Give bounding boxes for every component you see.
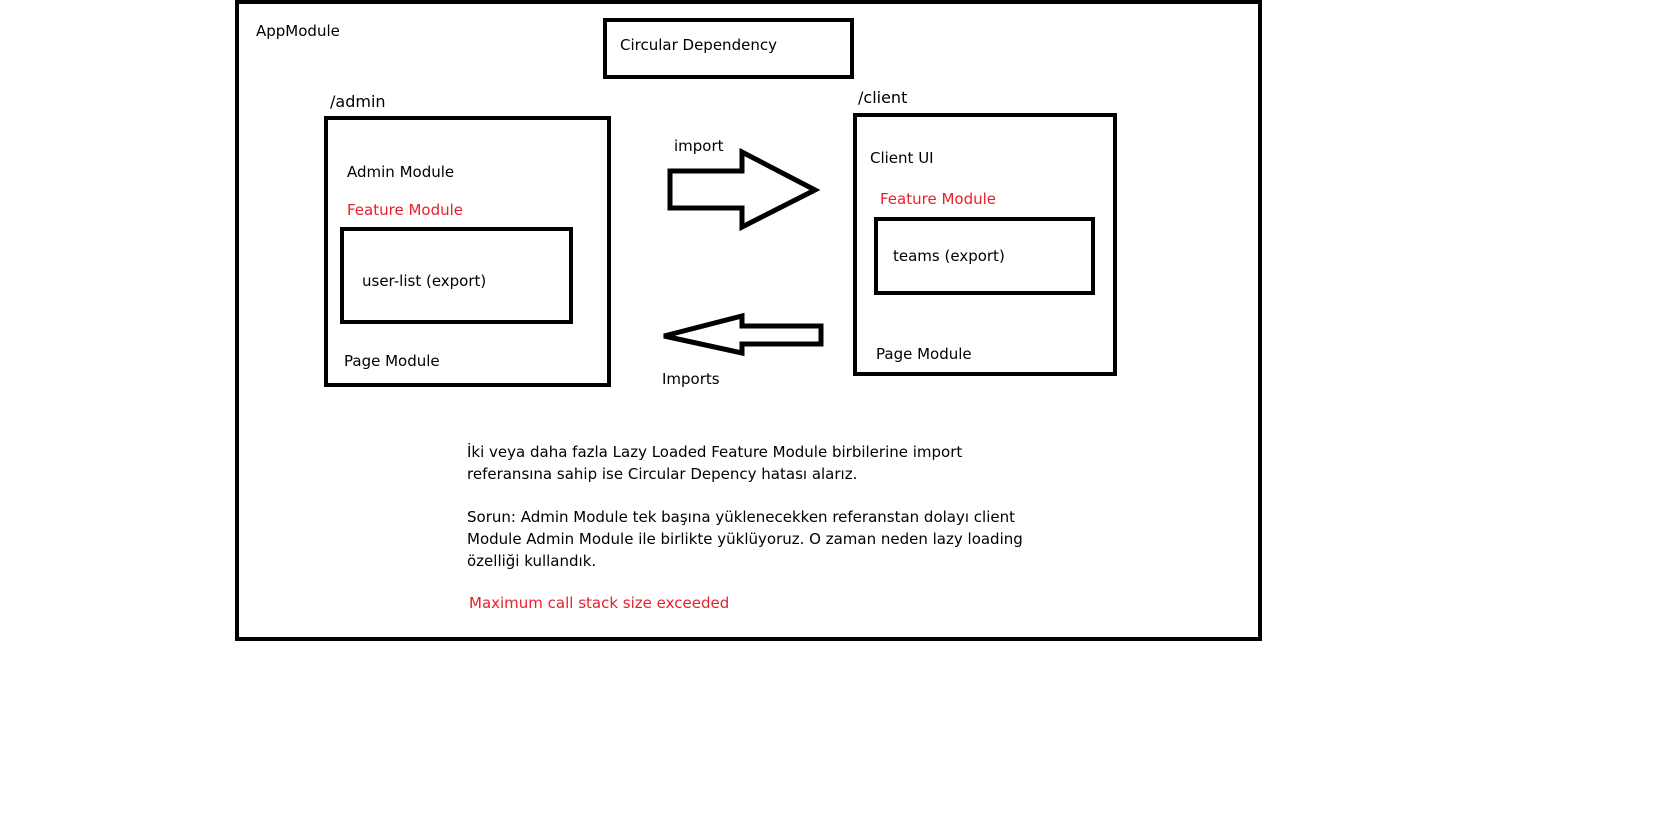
app-module-frame xyxy=(235,0,1262,641)
imports-arrow-label: Imports xyxy=(662,370,720,388)
client-ui-label: Client UI xyxy=(870,149,934,167)
client-page-module-label: Page Module xyxy=(876,345,972,363)
import-arrow-label: import xyxy=(674,137,724,155)
admin-feature-module-label: Feature Module xyxy=(347,201,463,219)
admin-route-label: /admin xyxy=(330,92,386,111)
note-line-1: İki veya daha fazla Lazy Loaded Feature … xyxy=(467,443,963,461)
user-list-box xyxy=(340,227,573,324)
note-line-4: Module Admin Module ile birlikte yüklüyo… xyxy=(467,530,1023,548)
user-list-label: user-list (export) xyxy=(362,272,487,290)
admin-page-module-label: Page Module xyxy=(344,352,440,370)
note-line-5: özelliği kullandık. xyxy=(467,552,597,570)
admin-module-box xyxy=(324,116,611,387)
client-feature-module-label: Feature Module xyxy=(880,190,996,208)
admin-module-label: Admin Module xyxy=(347,163,455,181)
error-message: Maximum call stack size exceeded xyxy=(469,594,730,612)
client-route-label: /client xyxy=(858,88,908,107)
app-module-label: AppModule xyxy=(256,22,340,40)
note-line-3: Sorun: Admin Module tek başına yüklenece… xyxy=(467,508,1016,526)
title-box xyxy=(603,18,854,79)
client-module-box xyxy=(853,113,1117,376)
teams-label: teams (export) xyxy=(893,247,1005,265)
diagram-title: Circular Dependency xyxy=(620,36,777,54)
teams-box xyxy=(874,217,1095,295)
note-line-2: referansına sahip ise Circular Depency h… xyxy=(467,465,858,483)
